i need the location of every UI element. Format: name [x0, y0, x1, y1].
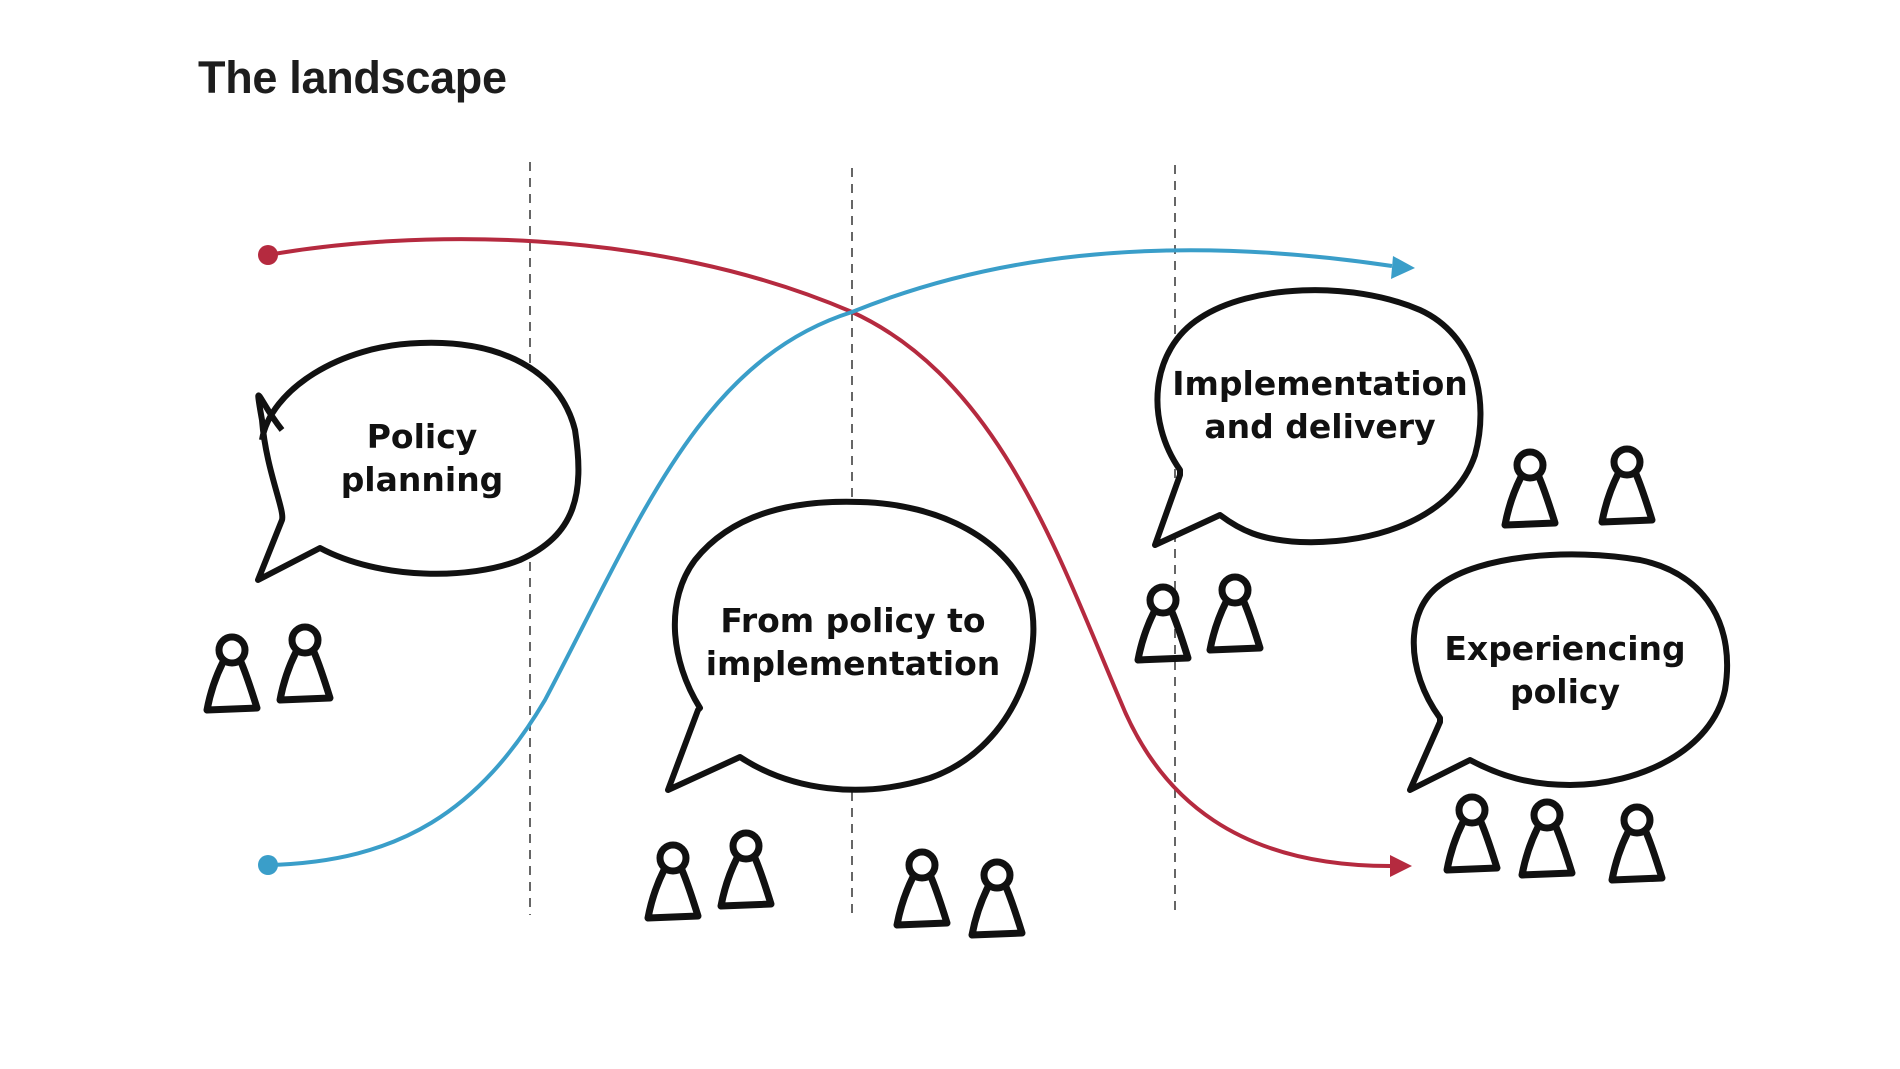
- person-icon: [207, 637, 257, 710]
- blue-curve: [258, 248, 1415, 875]
- bubble-policy-planning-line1: Policy: [367, 417, 478, 456]
- speech-bubble-icon: Experiencing policy: [1407, 551, 1731, 793]
- bubble-experiencing-line1: Experiencing: [1444, 629, 1685, 668]
- person-icon: [1505, 452, 1555, 525]
- person-icon: [972, 862, 1022, 935]
- bubble-policy-planning-line2: planning: [341, 460, 504, 499]
- people-group-right-top: [1505, 449, 1652, 525]
- blue-curve-arrowhead: [1391, 256, 1415, 279]
- person-icon: [1138, 587, 1188, 660]
- person-icon: [1447, 797, 1497, 870]
- blue-curve-line: [267, 248, 1393, 867]
- page-title: The landscape: [198, 52, 507, 103]
- speech-bubble-icon: Implementation and delivery: [1152, 287, 1484, 548]
- red-curve-arrowhead: [1390, 855, 1412, 877]
- people-group-implementation: [1138, 577, 1260, 660]
- red-curve: [258, 237, 1412, 877]
- person-icon: [1602, 449, 1652, 522]
- bubble-implementation-line2: and delivery: [1204, 407, 1435, 446]
- bubble-from-policy-line1: From policy to: [720, 601, 985, 640]
- person-icon: [1612, 807, 1662, 880]
- speech-bubble-icon: Policy planning: [255, 339, 582, 583]
- person-icon: [721, 833, 771, 906]
- red-curve-start-dot: [258, 245, 278, 265]
- bubble-from-policy-line2: implementation: [706, 644, 1001, 683]
- bubble-implementation-line1: Implementation: [1172, 364, 1468, 403]
- person-icon: [648, 845, 698, 918]
- speech-bubble-icon: From policy to implementation: [665, 498, 1037, 793]
- people-group-experiencing: [1447, 797, 1662, 880]
- person-icon: [1522, 802, 1572, 875]
- red-curve-line: [267, 237, 1391, 868]
- person-icon: [280, 627, 330, 700]
- person-icon: [897, 852, 947, 925]
- person-icon: [1210, 577, 1260, 650]
- bubble-experiencing-line2: policy: [1510, 672, 1620, 711]
- people-group-policy-planning: [207, 627, 330, 710]
- people-group-from-policy: [648, 833, 1022, 935]
